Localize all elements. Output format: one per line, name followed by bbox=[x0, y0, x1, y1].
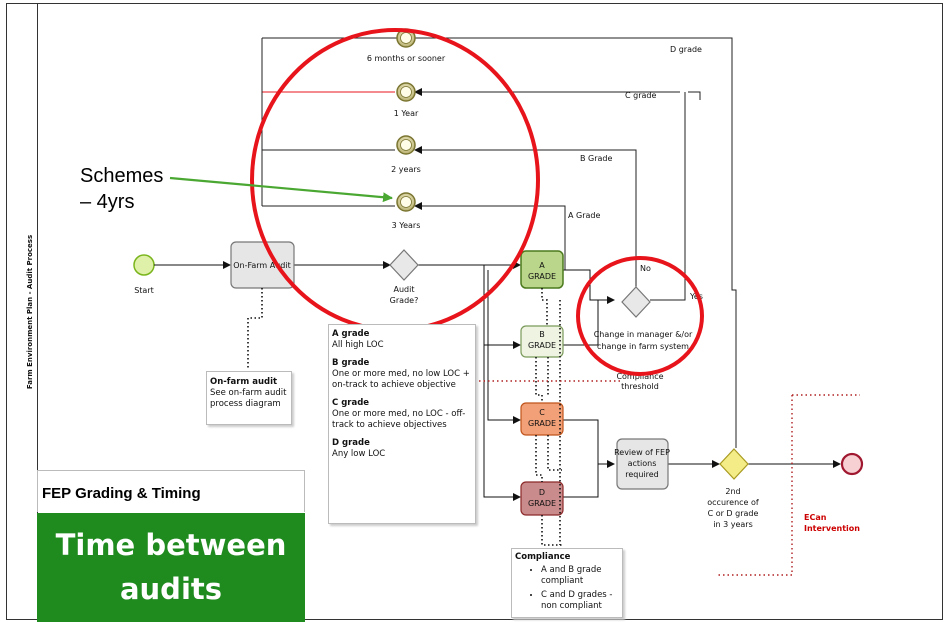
on-farm-audit-task: On-Farm Audit bbox=[230, 241, 295, 289]
grade-d-box: D GRADE bbox=[520, 481, 564, 516]
grade-title-d: D grade bbox=[332, 438, 370, 448]
start-label: Start bbox=[134, 286, 154, 295]
review-task: Review of FEP actions required bbox=[614, 438, 670, 490]
timer-2-years: 2 years bbox=[391, 135, 421, 174]
second-occurrence-gateway: 2nd occurence of C or D grade in 3 years bbox=[707, 448, 759, 529]
onfarm-audit-note: On-farm audit See on-farm audit process … bbox=[206, 371, 292, 425]
second-line2: occurence of bbox=[707, 498, 759, 507]
b-grade-line-label: B Grade bbox=[580, 154, 613, 163]
timer-6-months: 6 months or sooner bbox=[367, 28, 446, 63]
change-label-line2: change in farm system bbox=[597, 342, 689, 351]
main-flow-connectors bbox=[154, 261, 841, 501]
grade-title-b: B grade bbox=[332, 358, 370, 368]
compliance-threshold-line1: Compliance bbox=[616, 372, 663, 381]
timer-3-years: 3 Years bbox=[392, 192, 421, 230]
review-line1: Review of FEP bbox=[614, 448, 670, 457]
dotted-associations bbox=[247, 288, 564, 546]
audit-grade-gateway: Audit Grade? bbox=[389, 249, 419, 305]
grade-body-c: One or more med, no LOC - off-track to a… bbox=[332, 409, 466, 430]
grade-title-c: C grade bbox=[332, 398, 370, 408]
a-grade-line-label: A Grade bbox=[568, 211, 600, 220]
grade-body-b: One or more med, no low LOC + on-track t… bbox=[332, 369, 470, 390]
c-grade-line-label: C grade bbox=[625, 91, 656, 100]
grade-c-box: C GRADE bbox=[520, 402, 564, 436]
change-gateway: No Yes Change in manager &/or change in … bbox=[594, 264, 703, 351]
review-line2: actions bbox=[628, 459, 657, 468]
grade-body-a: All high LOC bbox=[332, 340, 384, 350]
compliance-item: A and B grade compliant bbox=[541, 565, 619, 587]
change-label-line1: Change in manager &/or bbox=[594, 330, 693, 339]
grade-letter: D bbox=[539, 488, 545, 497]
gateway-label-line2: Grade? bbox=[390, 296, 419, 305]
second-line3: C or D grade bbox=[708, 509, 759, 518]
annotation-circle-change bbox=[576, 256, 704, 376]
timer-label: 2 years bbox=[391, 165, 421, 174]
no-label: No bbox=[640, 264, 651, 273]
compliance-note: Compliance A and B grade compliant C and… bbox=[511, 548, 623, 618]
compliance-item: C and D grades - non compliant bbox=[541, 590, 619, 612]
compliance-threshold-line2: threshold bbox=[621, 382, 659, 391]
task-label: On-Farm Audit bbox=[233, 261, 291, 270]
review-line3: required bbox=[625, 470, 659, 479]
fep-heading-box: FEP Grading & Timing bbox=[37, 470, 305, 512]
feedback-loops bbox=[261, 34, 737, 448]
schemes-annotation: Schemes – 4yrs bbox=[80, 163, 163, 215]
ecan-line1: ECan bbox=[804, 513, 827, 522]
timer-label: 3 Years bbox=[392, 221, 421, 230]
ecan-line2: Intervention bbox=[804, 524, 860, 533]
grade-word: GRADE bbox=[528, 419, 556, 428]
grade-word: GRADE bbox=[528, 499, 556, 508]
grade-letter: B bbox=[539, 330, 545, 339]
grade-a-box: A GRADE bbox=[520, 250, 564, 289]
fep-heading: FEP Grading & Timing bbox=[42, 485, 201, 502]
schemes-line1: Schemes bbox=[80, 165, 164, 187]
second-line4: in 3 years bbox=[713, 520, 752, 529]
grade-word: GRADE bbox=[528, 272, 556, 281]
grade-b-box: B GRADE bbox=[520, 325, 564, 358]
note-body: See on-farm audit process diagram bbox=[210, 388, 287, 409]
grade-letter: A bbox=[539, 261, 545, 270]
start-event: Start bbox=[133, 254, 155, 295]
second-line1: 2nd bbox=[725, 487, 740, 496]
timer-label: 1 Year bbox=[394, 109, 419, 118]
yes-label: Yes bbox=[689, 292, 703, 301]
grade-title-a: A grade bbox=[332, 329, 370, 339]
gateway-label-line1: Audit bbox=[394, 285, 415, 294]
timer-1-year: 1 Year bbox=[394, 82, 419, 118]
grade-letter: C bbox=[539, 408, 545, 417]
end-event bbox=[840, 452, 864, 476]
compliance-threshold-line bbox=[470, 380, 860, 576]
lane-title: Farm Environment Plan - Audit Process bbox=[26, 234, 34, 390]
grade-word: GRADE bbox=[528, 341, 556, 350]
note-title: On-farm audit bbox=[210, 377, 278, 387]
timer-label: 6 months or sooner bbox=[367, 54, 446, 63]
d-grade-line-label: D grade bbox=[670, 45, 702, 54]
schemes-arrow bbox=[169, 176, 393, 203]
compliance-title: Compliance bbox=[515, 552, 571, 562]
page-border bbox=[6, 3, 943, 620]
schemes-line2: – 4yrs bbox=[80, 191, 135, 213]
grade-body-d: Any low LOC bbox=[332, 449, 386, 459]
time-between-audits-box: Time between audits bbox=[37, 513, 305, 622]
